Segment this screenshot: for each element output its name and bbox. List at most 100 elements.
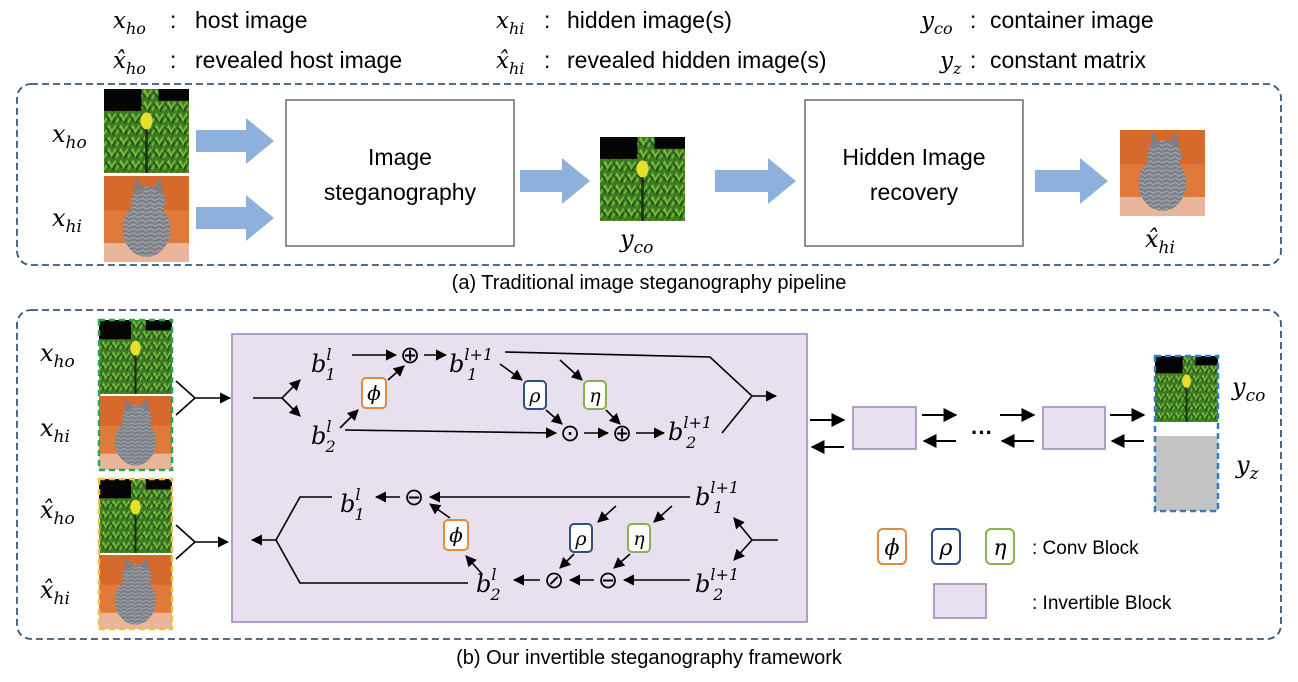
panel-b-host-symbol: x: [40, 339, 54, 367]
chain-ellipsis: ···: [971, 420, 993, 445]
rev-b1l1-superscript: l+1: [710, 478, 739, 497]
panel-b-container-symbol: y: [1231, 373, 1246, 401]
fwd-phi-to-oplus: [387, 365, 405, 381]
svg-text:bl+12: bl+12: [668, 413, 712, 452]
hidden-image-recovery-label-1: Hidden Image: [842, 144, 985, 170]
rev-b2l1-superscript: l+1: [710, 565, 739, 584]
merge-connector: [175, 380, 230, 416]
svg-text:xho: xho: [52, 120, 87, 153]
panel-b-revealed-hidden-subscript: hi: [54, 589, 70, 609]
fwd-b2l-symbol: b: [311, 422, 326, 450]
svg-text:bl1: bl1: [311, 345, 336, 384]
legend-x-hi-symbol: x: [496, 8, 509, 34]
panel-a-container-symbol: y: [619, 225, 634, 253]
legend-colon: :: [170, 7, 176, 33]
rev-b1l-superscript: l: [355, 485, 360, 504]
svg-text:x̂hi: x̂hi: [496, 48, 524, 78]
fwd-b1l1-subscript: 1: [467, 365, 477, 384]
svg-text:xhi: xhi: [496, 8, 524, 38]
rev-b2-to-phi: [465, 555, 483, 575]
fwd-top-output-line: [504, 351, 778, 402]
rev-eta-block: [627, 523, 651, 553]
panel-b-revealed-host-subscript: ho: [54, 509, 75, 529]
panel-b-constant-subscript: z: [1249, 464, 1260, 484]
container-image-thumbnail: [598, 135, 687, 223]
panel-b-container-subscript: co: [1246, 386, 1266, 406]
fwd-phi-label: ϕ: [367, 381, 381, 405]
svg-text:xho: xho: [113, 8, 146, 38]
legend-x-hi: xhi : hidden image(s): [496, 7, 732, 38]
rev-b2l-symbol: b: [476, 570, 491, 598]
legend-x-hi-subscript: hi: [509, 19, 524, 38]
fwd-b1l1-symbol: b: [449, 350, 464, 378]
legend-colon: :: [970, 7, 976, 33]
panel-a-input-hidden-symbol: x: [52, 204, 66, 232]
legend-x-ho: xho : host image: [113, 7, 308, 38]
legend-xr-ho-symbol: x̂: [113, 48, 126, 74]
panel-a-input-hidden-subscript: hi: [66, 217, 82, 237]
legend-xr-hi-desc: revealed hidden image(s): [567, 47, 827, 73]
legend-xr-hi-subscript: hi: [509, 59, 524, 78]
fwd-b2l1-subscript: 2: [685, 433, 696, 452]
svg-text:xhi: xhi: [52, 204, 82, 237]
fwd-b1l-symbol: b: [311, 350, 326, 378]
panel-a-output-subscript: hi: [1159, 238, 1175, 258]
split-connector: [175, 524, 228, 560]
rev-rho-block: [569, 523, 593, 553]
legend-colon: :: [970, 47, 976, 73]
svg-text:yco: yco: [619, 225, 653, 258]
rev-eta-to-ominus: [613, 553, 631, 569]
panel-b-revealed-host-symbol: x̂: [40, 496, 54, 524]
legend-y-co-desc: container image: [990, 7, 1154, 33]
fwd-phi-block: [361, 377, 387, 409]
image-steganography-label-2: steganography: [324, 179, 477, 205]
legend-colon: :: [544, 7, 550, 33]
fwd-oplus-1: ⊕: [400, 342, 420, 369]
panel-b-hidden-symbol: x: [40, 414, 54, 442]
invertible-block-detail: [231, 333, 808, 623]
legend-y-co-symbol: y: [920, 8, 935, 34]
panel-b-constant-symbol: y: [1235, 451, 1250, 479]
legend-colon: :: [170, 47, 176, 73]
fwd-rho-to-odot: [545, 409, 563, 425]
arrow-container-to-recovery: [715, 158, 796, 204]
forward-split-bottom: [281, 397, 301, 417]
rev-b1l-symbol: b: [340, 490, 355, 518]
rev-phi-label: ϕ: [449, 523, 463, 547]
rev-b1next-to-rho: [597, 505, 617, 523]
fwd-b2-to-phi: [339, 409, 359, 429]
panel-b-caption: (b) Our invertible steganography framewo…: [456, 647, 843, 669]
legend-y-co: yco : container image: [920, 7, 1154, 38]
legend-rho-label: ρ: [939, 536, 953, 561]
panel-b-revealed-hidden-symbol: x̂: [40, 576, 54, 604]
rev-b2l1-symbol: b: [695, 570, 710, 598]
invertible-block-2: [852, 406, 917, 450]
image-steganography-box: [285, 99, 515, 247]
legend-conv-block-label: : Conv Block: [1032, 538, 1139, 559]
legend-xr-ho-desc: revealed host image: [195, 47, 402, 73]
rev-rho-to-oslash: [559, 553, 575, 569]
legend: xho : host image xhi : hidden image(s) y…: [113, 7, 1154, 78]
panel-b-revealed-hidden-image: [99, 555, 172, 629]
legend-xr-hi: x̂hi : revealed hidden image(s): [496, 47, 827, 78]
rev-ominus-2: ⊖: [598, 567, 618, 594]
rev-b1next-to-eta: [653, 505, 673, 523]
fwd-eta-to-oplus: [605, 409, 621, 425]
rev-eta-label: η: [633, 528, 645, 550]
svg-text:yco: yco: [920, 8, 953, 38]
invertible-block-n: [1042, 406, 1106, 450]
panel-b-hidden-image: [99, 396, 172, 470]
revealed-hidden-image-thumbnail: [1120, 130, 1205, 216]
svg-text:x̂ho: x̂ho: [40, 496, 75, 529]
fwd-bottom-output-line: [721, 395, 753, 434]
legend-xr-ho: x̂ho : revealed host image: [113, 47, 402, 78]
rev-oslash: ⊘: [544, 567, 564, 594]
legend-eta-label: η: [993, 536, 1006, 561]
legend-y-z: yz : constant matrix: [939, 47, 1146, 78]
panel-b-host-image: [97, 318, 174, 396]
image-steganography-label-1: Image: [368, 144, 432, 170]
rev-b2l-subscript: 2: [490, 585, 501, 604]
rev-phi-to-ominus: [429, 503, 451, 519]
